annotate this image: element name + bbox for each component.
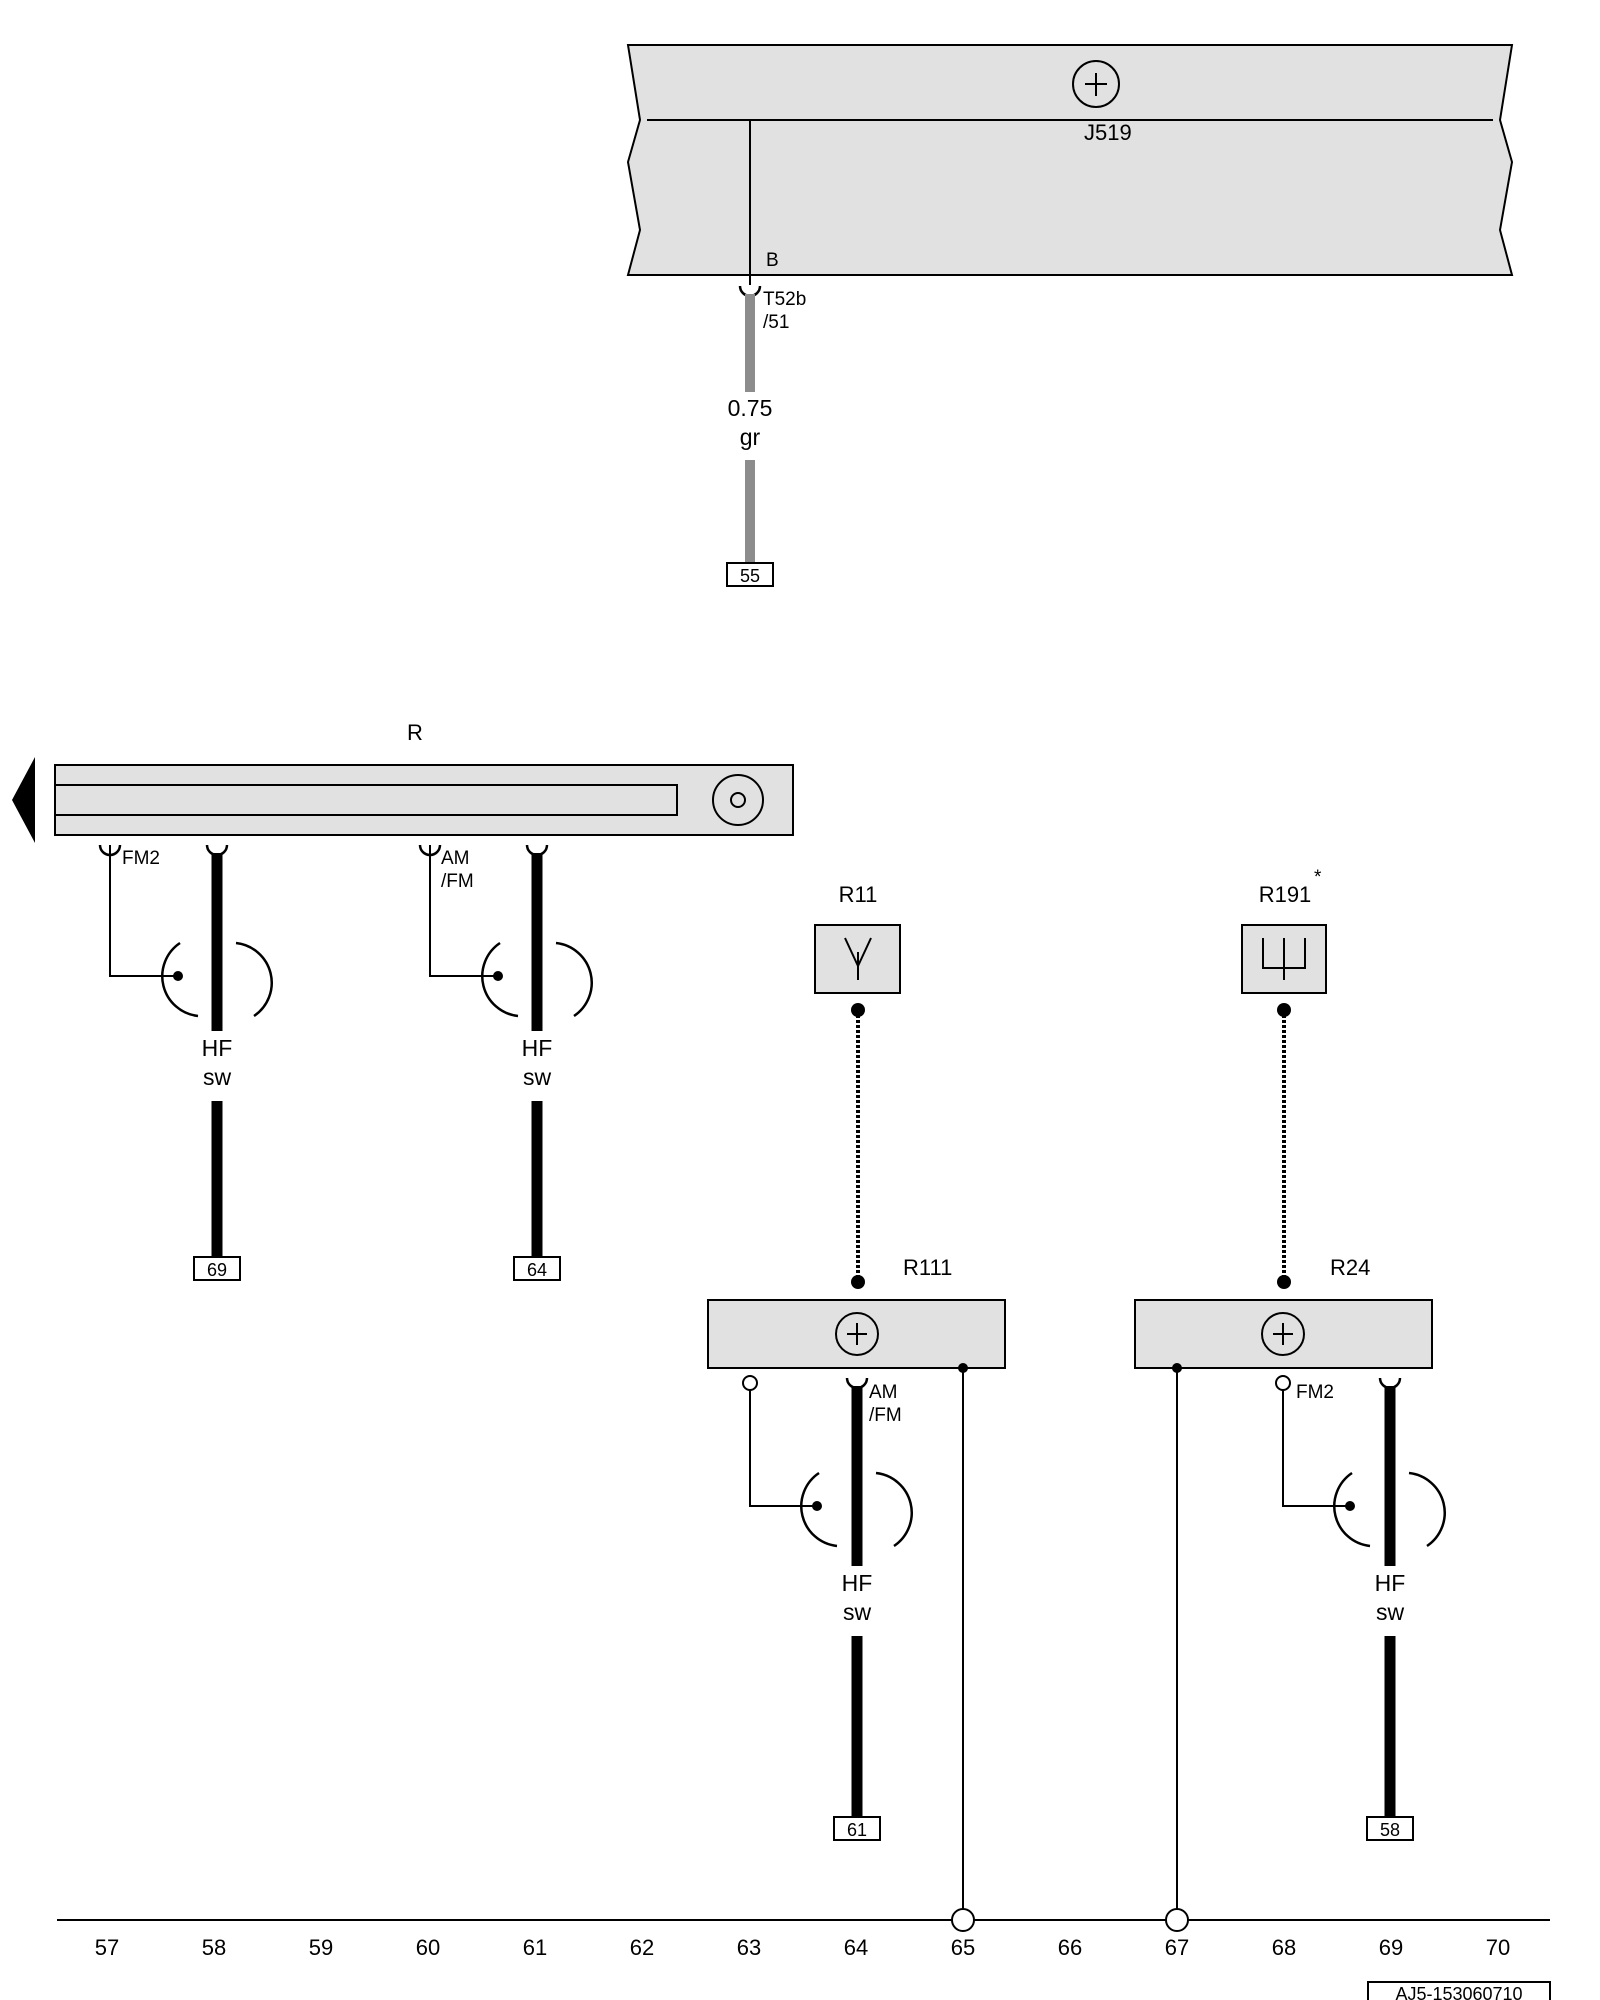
wire-type-label: HF: [522, 1035, 553, 1061]
component-label-r111: R111: [903, 1255, 952, 1280]
junction-dot: [493, 971, 503, 981]
component-label-r: R: [407, 720, 423, 745]
pin-label-fm2: FM2: [122, 848, 160, 869]
shield-conductor: [1282, 1390, 1350, 1507]
ref-box-64[interactable]: 64: [513, 1256, 561, 1281]
ground-connection[interactable]: [951, 1908, 975, 1932]
document-id: AJ5-153060710: [1367, 1981, 1551, 2000]
pin-label-am: AM: [441, 848, 470, 869]
continuation-arrow-icon: [12, 757, 35, 843]
shield-icon: [800, 1471, 838, 1548]
scale-label: 60: [416, 1935, 440, 1960]
wire-color-label: sw: [203, 1064, 232, 1090]
component-r11-antenna[interactable]: [814, 924, 901, 994]
ref-box-69[interactable]: 69: [193, 1256, 241, 1281]
shield-conductor: [429, 845, 498, 977]
scale-label: 66: [1058, 1935, 1082, 1960]
shield-conductor: [109, 845, 178, 977]
connector-label-t52b: T52b: [763, 289, 806, 310]
svg-text:58: 58: [1380, 1820, 1400, 1840]
wire-color-label: gr: [740, 424, 761, 450]
svg-text:69: 69: [207, 1260, 227, 1280]
wire-size-label: 0.75: [728, 395, 773, 421]
control-unit-j519[interactable]: J519: [626, 44, 1514, 276]
wire-color-label: sw: [843, 1599, 872, 1625]
ref-box-58[interactable]: 58: [1366, 1816, 1414, 1841]
junction-dot: [812, 1501, 822, 1511]
component-r111-amplifier[interactable]: [707, 1299, 1006, 1369]
component-r24-amplifier[interactable]: [1134, 1299, 1433, 1369]
wire-type-label: HF: [842, 1570, 873, 1596]
scale-label: 65: [951, 1935, 975, 1960]
terminal-dot: [1277, 1275, 1291, 1289]
wire-color-label: sw: [523, 1064, 552, 1090]
connector-pin-51: /51: [763, 312, 789, 333]
transistor-icon: [1072, 60, 1120, 108]
junction-dot: [173, 971, 183, 981]
component-label-r191: R191: [1259, 882, 1312, 907]
component-r-radio[interactable]: [54, 764, 794, 836]
shield-icon: [555, 941, 593, 1018]
scale-label: 68: [1272, 1935, 1296, 1960]
scale-label: 64: [844, 1935, 868, 1960]
wire-color-label: sw: [1376, 1599, 1405, 1625]
shield-icon: [1333, 1471, 1371, 1548]
svg-text:61: 61: [847, 1820, 867, 1840]
scale-label: 69: [1379, 1935, 1403, 1960]
svg-text:AJ5-153060710: AJ5-153060710: [1395, 1984, 1522, 2000]
component-r191-antenna[interactable]: [1241, 924, 1327, 994]
scale-label: 62: [630, 1935, 654, 1960]
open-terminal: [742, 1375, 758, 1391]
shield-icon: [875, 1471, 913, 1548]
scale-label: 70: [1486, 1935, 1510, 1960]
grid-scale: 57 58 59 60 61 62 63 64 65 66 67 68 69 70: [95, 1935, 1510, 1960]
shield-icon: [161, 941, 199, 1018]
ground-connection[interactable]: [1165, 1908, 1189, 1932]
wire-type-label: HF: [1375, 1570, 1406, 1596]
pin-label-fm: /FM: [441, 871, 474, 892]
component-label-j519: J519: [1084, 120, 1132, 145]
svg-text:64: 64: [527, 1260, 547, 1280]
scale-label: 57: [95, 1935, 119, 1960]
pin-label-fm: /FM: [869, 1405, 902, 1426]
wire-type-label: HF: [202, 1035, 233, 1061]
scale-label: 63: [737, 1935, 761, 1960]
footnote-mark: *: [1314, 867, 1322, 888]
component-label-r24: R24: [1330, 1255, 1370, 1280]
shield-icon: [235, 941, 273, 1018]
pin-label-b: B: [766, 250, 779, 271]
ref-box-55[interactable]: 55: [726, 562, 774, 587]
junction-dot: [1345, 1501, 1355, 1511]
shield-conductor: [749, 1390, 817, 1507]
scale-label: 59: [309, 1935, 333, 1960]
component-label-r11: R11: [839, 882, 878, 907]
pin-label-fm2: FM2: [1296, 1382, 1334, 1403]
scale-label: 58: [202, 1935, 226, 1960]
shield-icon: [481, 941, 519, 1018]
shield-icon: [1408, 1471, 1446, 1548]
scale-label: 67: [1165, 1935, 1189, 1960]
terminal-dot: [851, 1275, 865, 1289]
svg-text:55: 55: [740, 566, 760, 586]
pin-label-am: AM: [869, 1382, 898, 1403]
ref-box-61[interactable]: 61: [833, 1816, 881, 1841]
scale-label: 61: [523, 1935, 547, 1960]
open-terminal: [1275, 1375, 1291, 1391]
